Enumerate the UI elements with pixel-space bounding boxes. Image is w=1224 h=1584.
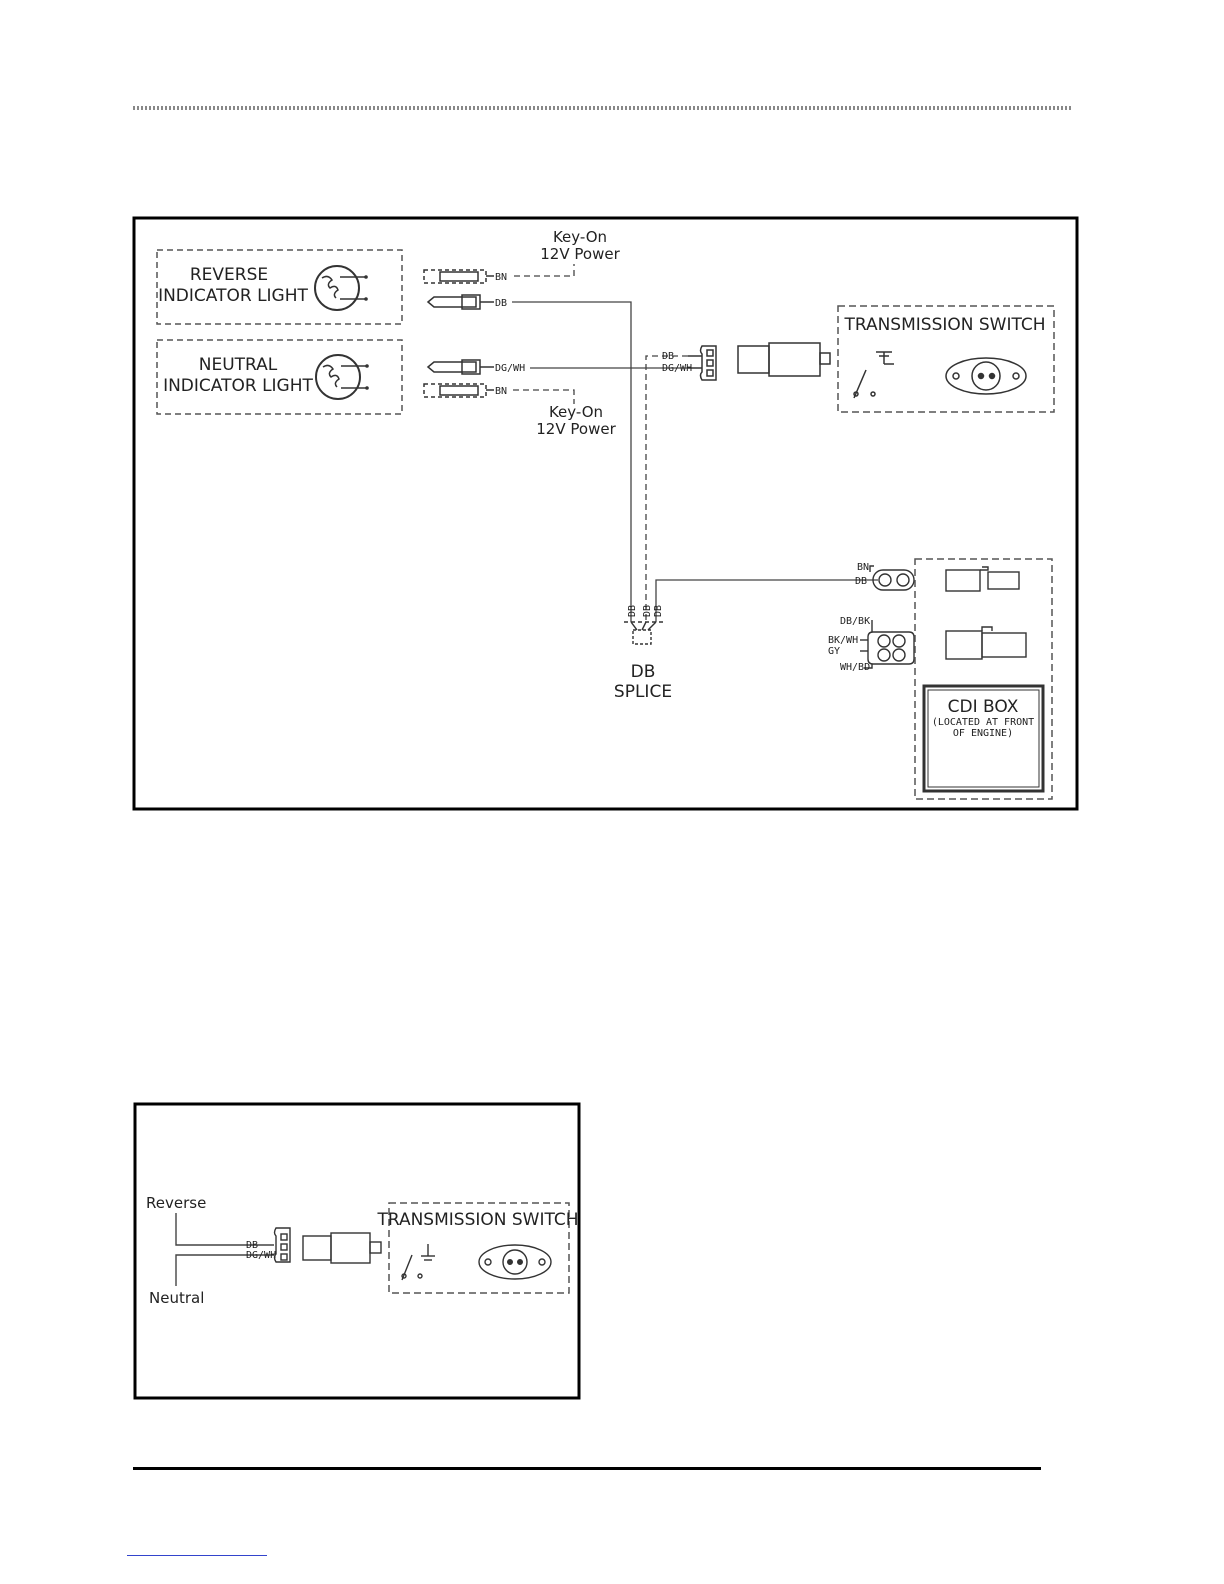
cdi-gy-label: GY [828,646,840,657]
transmission-switch: TRANSMISSION SWITCH [838,306,1054,412]
wire-db-top-label: DB [495,298,507,309]
neutral-label: Neutral [149,1289,204,1307]
conn-db-label: DB [662,351,674,362]
wire-bn-bottom-label: BN [495,386,507,397]
cdi-note-2: OF ENGINE) [953,728,1013,739]
cdi-note-1: (LOCATED AT FRONT [932,717,1034,728]
bottom-rule [133,1467,1041,1470]
reverse-label: Reverse [146,1194,206,1212]
keyon-top-label-1: Key-On [553,228,607,246]
reverse-indicator-label-1: REVERSE [190,265,268,285]
reverse-indicator-label-2: INDICATOR LIGHT [158,286,308,306]
wire-bn-top-label: BN [495,272,507,283]
reverse-indicator-light: REVERSE INDICATOR LIGHT [157,250,402,324]
splice-wire-1-label: DB [627,605,638,617]
cdi-dbbk-label: DB/BK [840,616,870,627]
keyon-bottom-label-1: Key-On [549,403,603,421]
cdi-bkwh-label: BK/WH [828,635,858,646]
d2-transmission-switch: TRANSMISSION SWITCH [376,1203,578,1293]
cdi-box-label: CDI BOX [948,697,1019,717]
wire-runs [512,264,878,622]
splice-label-1: DB [631,662,656,682]
neutral-indicator-light: NEUTRAL INDICATOR LIGHT [157,340,402,414]
cdi-whbd-label: WH/BD [840,662,870,673]
transmission-switch-label: TRANSMISSION SWITCH [843,315,1045,335]
neutral-indicator-label-1: NEUTRAL [199,355,278,375]
db-splice [624,622,664,644]
conn-dgwh-label: DG/WH [662,363,692,374]
keyon-bottom-label-2: 12V Power [536,420,616,438]
d2-transmission-connector [275,1228,382,1263]
keyon-top-label-2: 12V Power [540,245,620,263]
d2-transmission-switch-label: TRANSMISSION SWITCH [376,1210,578,1230]
cdi-db-label: DB [855,576,867,587]
splice-wire-3-label: DB [653,605,664,617]
splice-label-2: SPLICE [614,682,672,702]
cdi-bn-label: BN [857,562,869,573]
splice-wire-2-label: DB [642,605,653,617]
neutral-indicator-label-2: INDICATOR LIGHT [163,376,313,396]
bullet-connectors [424,270,494,397]
wire-dgwh-label: DG/WH [495,363,525,374]
cdi-box: CDI BOX (LOCATED AT FRONT OF ENGINE) [915,559,1052,799]
footer-link-rule [127,1555,267,1556]
d2-conn-dgwh-label: DG/WH [246,1250,276,1261]
transmission-connector [688,343,830,380]
